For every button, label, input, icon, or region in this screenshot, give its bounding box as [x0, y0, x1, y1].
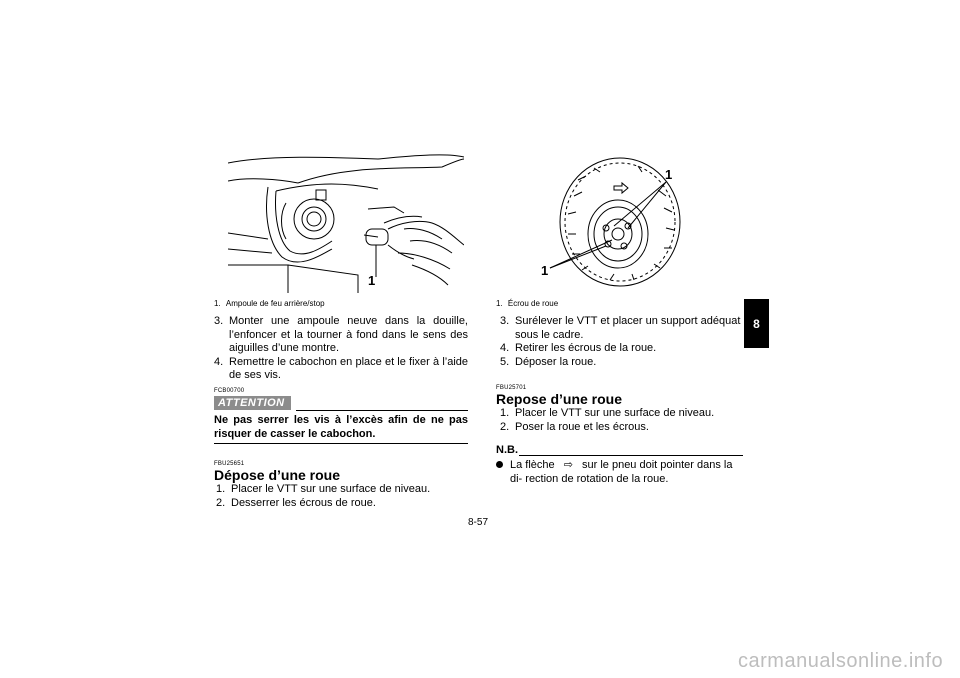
list-item: 4. Remettre le cabochon en place et le f… [214, 356, 468, 383]
step-text: Placer le VTT sur une surface de niveau. [515, 407, 715, 419]
section-title: Repose d’une roue [496, 391, 623, 407]
page-number: 8-57 [468, 517, 489, 528]
taillight-figure: 1 [228, 153, 464, 293]
figure-caption: 1. Écrou de roue [496, 299, 558, 308]
note-label: N.B. [496, 444, 518, 456]
step-number: 2. [216, 496, 226, 509]
list-item: 2. Desserrer les écrous de roue. [216, 497, 468, 511]
step-number: 5. [500, 355, 510, 368]
list-item: 2. Poser la roue et les écrous. [500, 421, 746, 435]
wheel-figure: 1 1 [538, 150, 688, 290]
caption-number: 1. [496, 299, 503, 308]
caption-text: Ampoule de feu arrière/stop [225, 299, 325, 308]
figure-callout: 1 [665, 167, 673, 182]
note-item: La flèche ⇨ sur le pneu doit pointer dan… [496, 459, 744, 486]
wheel-removal-steps: 1. Placer le VTT sur une surface de nive… [216, 483, 468, 510]
step-text: Retirer les écrous de la roue. [515, 342, 657, 354]
wheel-nut-illustration [549, 157, 681, 287]
install-bulb-steps: 3. Monter une ampoule neuve dans la doui… [214, 315, 468, 383]
step-text: Monter une ampoule neuve dans la douille… [229, 315, 468, 354]
section-code: FBU25651 [214, 461, 245, 467]
list-item: 5. Déposer la roue. [500, 356, 746, 370]
watermark: carmanualsonline.info [738, 650, 944, 672]
attention-top-rule [296, 410, 468, 411]
step-text: Surélever le VTT et placer un support ad… [515, 315, 741, 341]
note-rule [519, 455, 743, 456]
list-item: 1. Placer le VTT sur une surface de nive… [500, 407, 746, 421]
attention-code: FCB00700 [214, 388, 245, 394]
wheel-install-steps: 1. Placer le VTT sur une surface de nive… [500, 407, 746, 434]
note-text: La flèche ⇨ sur le pneu doit pointer dan… [510, 459, 744, 486]
step-text: Déposer la roue. [515, 355, 597, 368]
figure-callout: 1 [541, 263, 549, 278]
bullet-icon [496, 459, 510, 486]
step-text: Poser la roue et les écrous. [515, 420, 649, 433]
list-item: 4. Retirer les écrous de la roue. [500, 342, 746, 356]
caption-number: 1. [214, 299, 221, 308]
list-item: 3. Monter une ampoule neuve dans la doui… [214, 315, 468, 356]
step-text: Placer le VTT sur une surface de niveau. [231, 483, 431, 495]
section-title: Dépose d’une roue [214, 467, 341, 483]
step-number: 1. [216, 483, 226, 495]
step-number: 3. [214, 315, 224, 327]
note-text-before: La flèche [510, 459, 555, 471]
step-number: 4. [214, 355, 224, 368]
caption-text: Écrou de roue [507, 299, 559, 308]
step-text: Remettre le cabochon en place et le fixe… [229, 355, 468, 382]
section-code: FBU25701 [496, 385, 527, 391]
lift-vehicle-steps: 3. Surélever le VTT et placer un support… [500, 315, 746, 369]
list-item: 3. Surélever le VTT et placer un support… [500, 315, 746, 342]
attention-bottom-rule [214, 443, 468, 444]
attention-badge: ATTENTION [214, 396, 291, 410]
figure-caption: 1. Ampoule de feu arrière/stop [214, 299, 325, 308]
chapter-tab: 8 [744, 299, 769, 348]
step-number: 3. [500, 315, 510, 327]
note-text-after: sur le pneu doit pointer dans la di- rec… [510, 459, 733, 485]
figure-callout: 1 [368, 273, 376, 288]
list-item: 1. Placer le VTT sur une surface de nive… [216, 483, 468, 497]
taillight-bulb-illustration [228, 154, 464, 293]
step-number: 2. [500, 420, 510, 433]
step-text: Desserrer les écrous de roue. [231, 496, 376, 509]
arrow-right-icon: ⇨ [563, 459, 573, 471]
step-number: 4. [500, 342, 510, 354]
attention-text: Ne pas serrer les vis à l’excès afin de … [214, 414, 468, 440]
step-number: 1. [500, 407, 510, 419]
